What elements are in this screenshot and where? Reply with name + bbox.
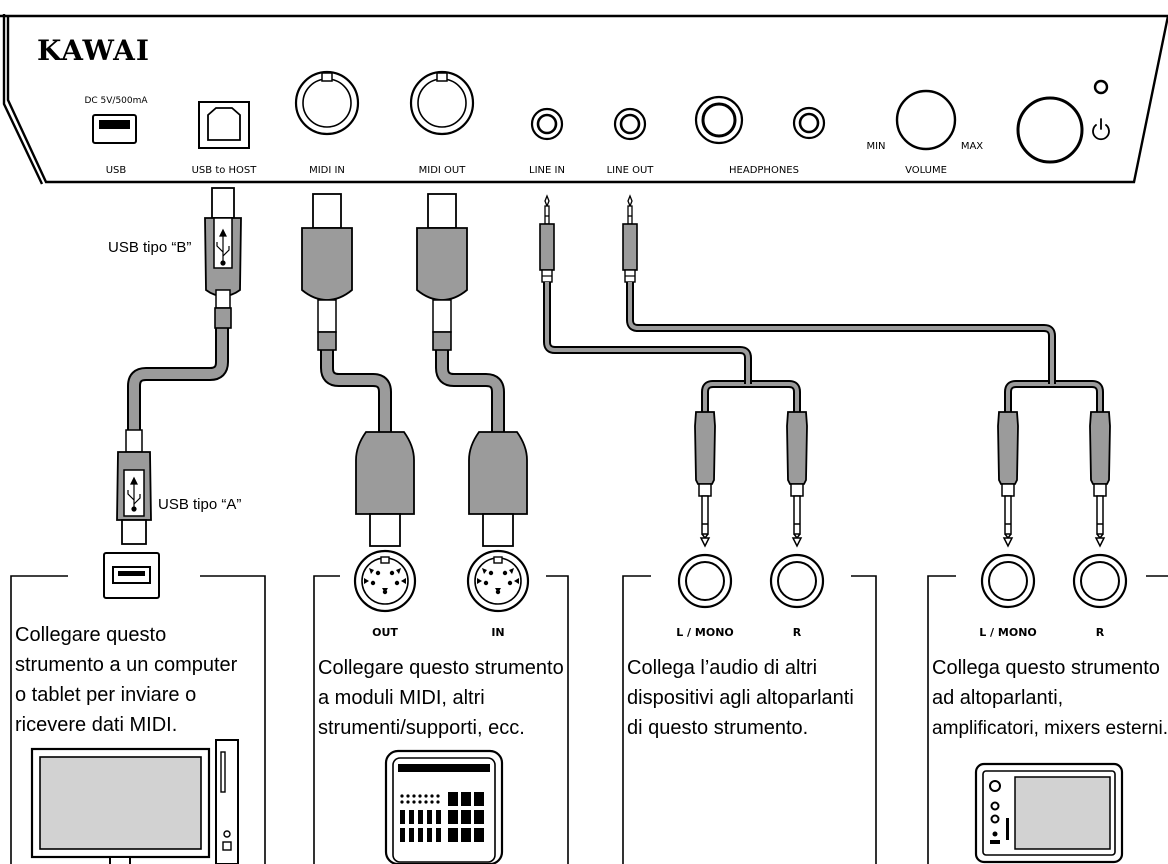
usb-description-line-1: Collegare questo — [15, 624, 166, 646]
midi-out-port[interactable] — [409, 70, 475, 136]
line-out-description-line-1: Collega questo strumento — [932, 657, 1160, 679]
usb-label: USB — [106, 165, 127, 176]
midi-out-device-port — [353, 549, 417, 613]
midi-cable-1 — [301, 193, 415, 547]
line-out-l-port — [980, 553, 1036, 609]
power-indicator-led — [1093, 79, 1109, 95]
line-in-label: LINE IN — [529, 165, 565, 176]
line-in-r-label: R — [793, 626, 802, 639]
line-out-r-label: R — [1096, 626, 1105, 639]
line-out-cable — [622, 195, 1111, 547]
line-in-section-frame — [622, 575, 877, 864]
line-in-description-line-3: di questo strumento. — [627, 717, 808, 739]
usb-description-line-3: o tablet per inviare o — [15, 684, 196, 706]
midi-description-line-3: strumenti/supporti, ecc. — [318, 717, 525, 739]
usb-description-line-2: strumento a un computer — [15, 654, 238, 676]
usb-section-frame — [10, 575, 266, 864]
midi-in-port[interactable] — [294, 70, 360, 136]
midi-in-device-label: IN — [491, 626, 504, 639]
usb-type-a-label: USB tipo “A” — [158, 496, 241, 513]
line-out-section-frame — [927, 575, 1168, 864]
midi-cable-2 — [416, 193, 528, 547]
volume-max-label: MAX — [961, 141, 983, 152]
usb-type-b-label: USB tipo “B” — [108, 239, 191, 256]
line-in-cable — [539, 195, 808, 547]
midi-controller-icon — [384, 749, 504, 864]
usb-rating-label: DC 5V/500mA — [84, 96, 148, 106]
instrument-panel — [0, 14, 1168, 184]
line-out-label: LINE OUT — [607, 165, 655, 176]
usb-host-port[interactable] — [198, 101, 250, 149]
volume-knob[interactable] — [895, 89, 957, 151]
usb-a-port[interactable] — [92, 114, 137, 144]
usb-description-line-4: ricevere dati MIDI. — [15, 714, 177, 736]
midi-out-device-label: OUT — [372, 626, 398, 639]
headphones-label: HEADPHONES — [729, 165, 799, 176]
volume-label: VOLUME — [905, 165, 947, 176]
line-out-description-line-2: ad altoparlanti, — [932, 687, 1063, 709]
midi-in-device-port — [466, 549, 530, 613]
usb-symbol-icon — [127, 228, 230, 512]
headphones-jack-small[interactable] — [792, 106, 826, 140]
line-in-l-port — [677, 553, 733, 609]
line-out-jack[interactable] — [613, 107, 647, 141]
line-out-r-port — [1072, 553, 1128, 609]
volume-min-label: MIN — [866, 141, 885, 152]
line-in-jack[interactable] — [530, 107, 564, 141]
midi-description-line-2: a moduli MIDI, altri — [318, 687, 485, 709]
usb-to-host-label: USB to HOST — [192, 165, 258, 176]
line-in-description-line-1: Collega l’audio di altri — [627, 657, 817, 679]
midi-out-label: MIDI OUT — [419, 165, 467, 176]
speaker-amplifier-icon — [974, 762, 1124, 864]
power-icon — [1092, 118, 1110, 141]
line-out-description-line-3: amplificatori, mixers esterni. — [932, 718, 1168, 739]
kawai-logo: KAWAI — [37, 34, 150, 67]
midi-section-frame — [313, 575, 569, 864]
midi-description-line-1: Collegare questo strumento — [318, 657, 564, 679]
computer-icon — [30, 739, 239, 864]
power-button[interactable] — [1016, 96, 1084, 164]
headphones-jack-large[interactable] — [694, 95, 744, 145]
line-in-l-label: L / MONO — [676, 626, 734, 639]
line-in-r-port — [769, 553, 825, 609]
usb-device-port-icon — [103, 552, 160, 599]
midi-in-label: MIDI IN — [309, 165, 345, 176]
line-in-description-line-2: dispositivi agli altoparlanti — [627, 687, 854, 709]
line-out-l-label: L / MONO — [979, 626, 1037, 639]
